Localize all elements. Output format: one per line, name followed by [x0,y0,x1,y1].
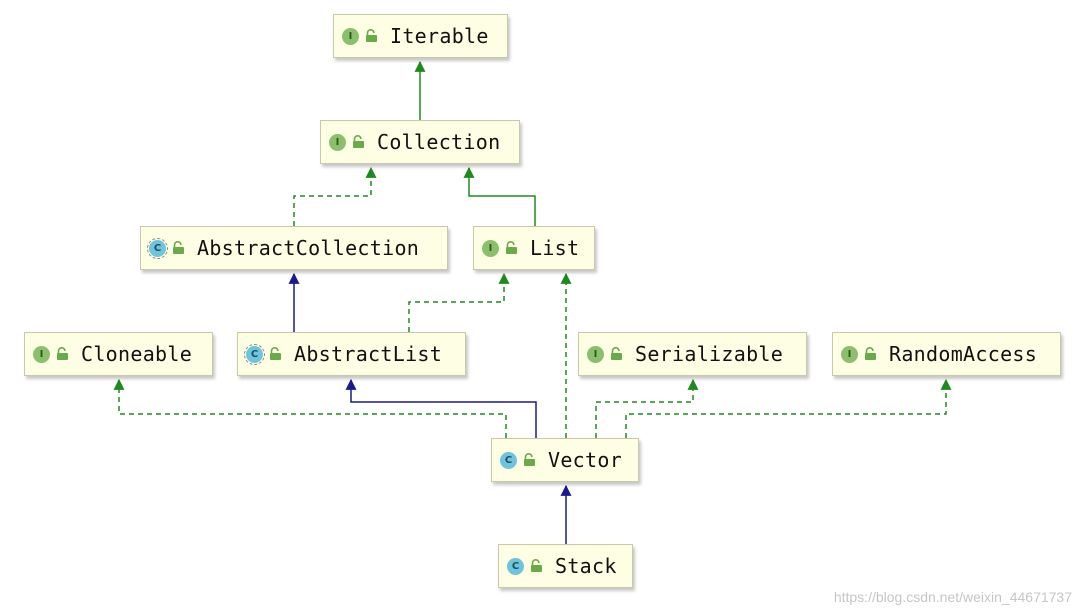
node-abstract-list[interactable]: C AbstractList [237,332,466,376]
node-label: List [530,236,580,260]
node-random-access[interactable]: I RandomAccess [832,332,1061,376]
edge-list-collection [463,166,536,226]
node-label: Serializable [635,342,784,366]
node-label: Iterable [390,24,489,48]
node-serializable[interactable]: I Serializable [578,332,807,376]
public-lock-icon [57,347,68,360]
public-lock-icon [173,241,184,254]
interface-icon: I [33,345,50,363]
abstract-class-icon: C [244,343,265,365]
node-label: Vector [548,448,623,472]
node-label: Collection [377,130,501,154]
node-list[interactable]: I List [473,226,595,270]
watermark: https://blog.csdn.net/weixin_44671737 [833,589,1072,605]
public-lock-icon [865,347,876,360]
node-cloneable[interactable]: I Cloneable [24,332,213,376]
interface-icon: I [482,239,499,257]
node-label: AbstractCollection [197,236,420,260]
edge-vector-serializable [595,378,699,438]
abstract-class-icon: C [147,237,168,259]
node-label: AbstractList [294,342,443,366]
edge-vector-abstractlist [345,378,537,438]
edge-vector-cloneable [113,378,507,438]
public-lock-icon [270,347,281,360]
public-lock-icon [353,135,364,148]
node-vector[interactable]: C Vector [491,438,639,482]
node-abstract-collection[interactable]: C AbstractCollection [140,226,448,270]
public-lock-icon [506,241,517,254]
edge-abstractlist-list [408,272,510,332]
class-icon: C [500,451,517,469]
node-label: Cloneable [81,342,193,366]
public-lock-icon [366,29,377,42]
node-label: RandomAccess [889,342,1038,366]
public-lock-icon [611,347,622,360]
interface-icon: I [342,27,359,45]
interface-icon: I [841,345,858,363]
node-stack[interactable]: C Stack [498,544,633,588]
node-collection[interactable]: I Collection [320,120,520,164]
edge-vector-randomaccess [625,378,952,438]
public-lock-icon [524,453,535,466]
node-label: Stack [555,554,617,578]
node-iterable[interactable]: I Iterable [333,14,508,58]
class-icon: C [507,557,524,575]
edge-abstractcollection-collection [293,166,377,226]
public-lock-icon [531,559,542,572]
interface-icon: I [587,345,604,363]
interface-icon: I [329,133,346,151]
